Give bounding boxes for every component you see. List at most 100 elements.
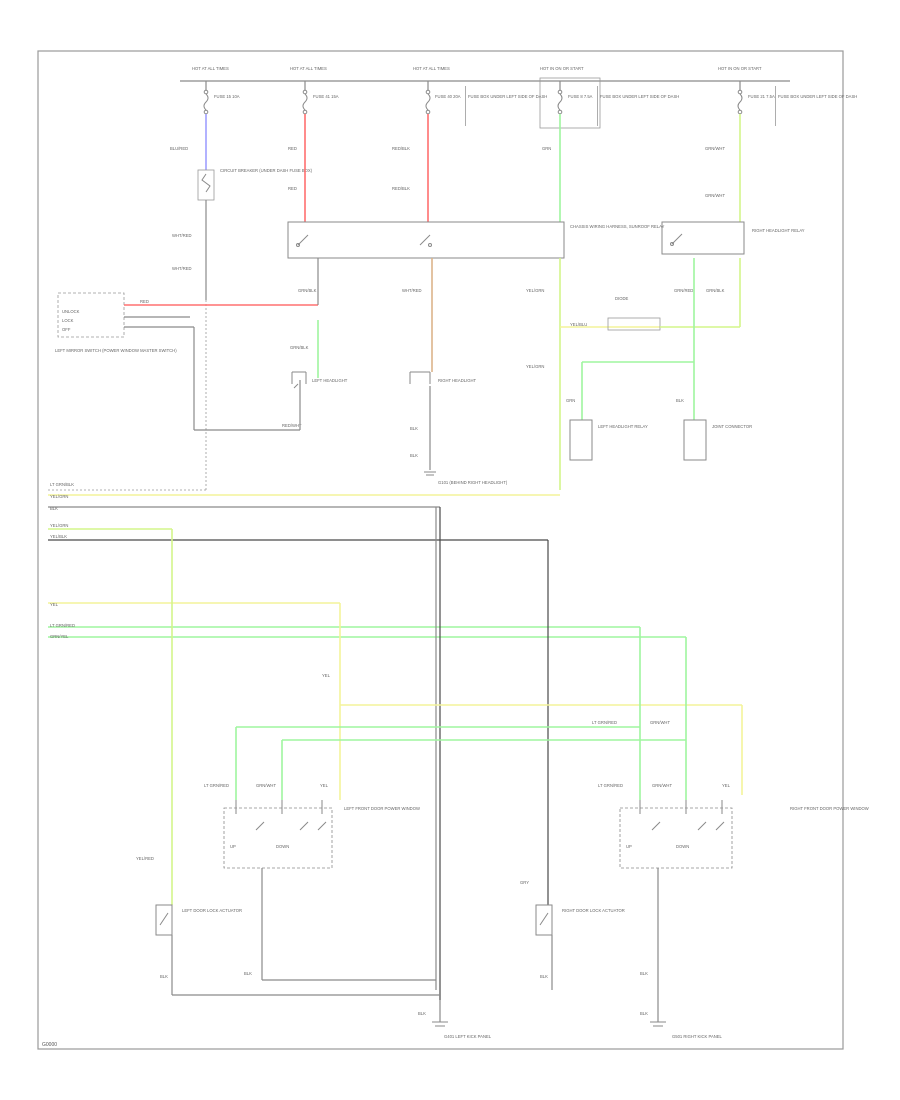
side-label-1: LT GRN/BLK [50, 482, 74, 487]
wire-yel-blu-label: YEL/BLU [570, 322, 587, 327]
left-headlight-relay: LEFT HEADLIGHT RELAY [569, 419, 648, 461]
left-headlight-label: LEFT HEADLIGHT [312, 378, 348, 383]
fuse-2-label: FUSE 41 15A [313, 94, 339, 99]
fuse-1-hot: HOT AT ALL TIMES [192, 66, 229, 71]
left-unit-down: DOWN [276, 844, 289, 849]
wire-red-label-2: RED [288, 186, 297, 191]
right-unit-down: DOWN [676, 844, 689, 849]
right-actuator-label: RIGHT DOOR LOCK ACTUATOR [562, 908, 625, 913]
right-actuator: RIGHT DOOR LOCK ACTUATOR [535, 904, 625, 936]
mirror-switch-pin-1: UNLOCK [62, 309, 80, 314]
ground-front-label: G101 (BEHIND RIGHT HEADLIGHT) [438, 480, 508, 485]
circuit-breaker-label: CIRCUIT BREAKER (UNDER DASH FUSE BOX) [220, 168, 313, 173]
wire-blu-red-label: BLU/RED [170, 146, 188, 151]
wire-blk-label-8: BLK [540, 974, 548, 979]
wire-ltgrn-red-label: LT GRN/RED [592, 720, 617, 725]
fuse-3: HOT AT ALL TIMES FUSE 40 20A FUSE BOX UN… [413, 66, 547, 126]
fuse-3-hot: HOT AT ALL TIMES [413, 66, 450, 71]
mirror-switch-pin-3: OFF [62, 327, 71, 332]
ground-left: G401 LEFT KICK PANEL [432, 1021, 492, 1039]
left-unit-pin-2: GRN/WHT [256, 783, 276, 788]
side-label-5: YEL/BLK [50, 534, 67, 539]
connector-unit-label: JOINT CONNECTOR [712, 424, 752, 429]
ground-right: G501 RIGHT KICK PANEL [650, 1021, 723, 1039]
fuse-5-label: FUSE 21 7.5A [748, 94, 775, 99]
ground-left-label: G401 LEFT KICK PANEL [444, 1034, 492, 1039]
right-headlight-relay: RIGHT HEADLIGHT RELAY [661, 221, 805, 255]
fuse-4-label: FUSE 8 7.5A [568, 94, 593, 99]
wire-blk-label-7: BLK [640, 1011, 648, 1016]
wire-grn-blk-label-2: GRN/BLK [290, 345, 309, 350]
wire-blk-label-3: BLK [676, 398, 684, 403]
fuse-3-label: FUSE 40 20A [435, 94, 461, 99]
left-window-unit: LT GRN/RED GRN/WHT YEL UP DOWN LEFT FRON… [204, 783, 420, 869]
wire-grn-label-2: GRN [566, 398, 575, 403]
left-actuator: LEFT DOOR LOCK ACTUATOR [155, 904, 242, 936]
right-unit-up: UP [626, 844, 632, 849]
relay-unit-label: CHASSIS WIRING HARNESS, SUNROOF RELAY [570, 224, 665, 229]
fuse-4-hot: HOT IN ON OR START [540, 66, 584, 71]
right-unit-pin-1: LT GRN/RED [598, 783, 623, 788]
connector-unit: JOINT CONNECTOR [683, 419, 752, 461]
wire-blk-label-9: BLK [418, 1011, 426, 1016]
fuse-3-note: FUSE BOX UNDER LEFT SIDE OF DASH [468, 94, 547, 99]
wire-blk-label: BLK [410, 426, 418, 431]
fuse-5: HOT IN ON OR START FUSE 21 7.5A FUSE BOX… [718, 66, 857, 126]
wire-blk-label-4: BLK [244, 971, 252, 976]
wire-yel-red-label: YEL/RED [136, 856, 154, 861]
wire-grn-wht-label-2: GRN/WHT [705, 193, 725, 198]
wire-red-label-3: RED [140, 299, 149, 304]
wire-wht-red-label-2: WHT/RED [172, 266, 192, 271]
left-unit-pin-3: YEL [320, 783, 329, 788]
right-unit-pin-3: YEL [722, 783, 731, 788]
side-label-7: LT GRN/RED [50, 623, 75, 628]
wire-red-blk-label: RED/BLK [392, 146, 410, 151]
side-label-3: BLK [50, 506, 58, 511]
wire-grn-blk-label: GRN/BLK [298, 288, 317, 293]
left-headlight: LEFT HEADLIGHT [291, 371, 348, 389]
wire-grn-blk-label-3: GRN/BLK [706, 288, 725, 293]
wire-grn-label: GRN [542, 146, 551, 151]
left-unit-pin-1: LT GRN/RED [204, 783, 229, 788]
wire-wht-red-label: WHT/RED [172, 233, 192, 238]
wire-yel-label: YEL [322, 673, 331, 678]
ground-front: G101 (BEHIND RIGHT HEADLIGHT) [424, 471, 508, 485]
fuse-4-note: FUSE BOX UNDER LEFT SIDE OF DASH [600, 94, 679, 99]
wire-yel-grn-label: YEL/GRN [526, 288, 544, 293]
side-label-6: YEL [50, 602, 59, 607]
fuse-1-label: FUSE 15 10A [214, 94, 240, 99]
side-label-2: YEL/GRN [50, 494, 68, 499]
wire-blk-label-5: BLK [160, 974, 168, 979]
mirror-switch-label: LEFT MIRROR SWITCH (POWER WINDOW MASTER … [55, 348, 177, 353]
mirror-switch: UNLOCK LOCK OFF LEFT MIRROR SWITCH (POWE… [55, 292, 177, 353]
right-headlight: RIGHT HEADLIGHT [409, 371, 477, 384]
diagram-border [37, 50, 844, 1050]
wire-gry-label: GRY [520, 880, 529, 885]
wire-wht-red-label-3: WHT/RED [402, 288, 422, 293]
relay-unit: CHASSIS WIRING HARNESS, SUNROOF RELAY [287, 221, 665, 259]
fuse-5-hot: HOT IN ON OR START [718, 66, 762, 71]
wire-blk-label-2: BLK [410, 453, 418, 458]
fuse-1: HOT AT ALL TIMES FUSE 15 10A [192, 66, 240, 115]
diode-label: DIODE [615, 296, 628, 301]
wire-red-wht-label: RED/WHT [282, 423, 302, 428]
diode: DIODE [607, 296, 661, 331]
right-headlight-label: RIGHT HEADLIGHT [438, 378, 477, 383]
left-unit-label: LEFT FRONT DOOR POWER WINDOW [344, 806, 420, 811]
wire-red-label: RED [288, 146, 297, 151]
fuse-2-hot: HOT AT ALL TIMES [290, 66, 327, 71]
side-label-4: YEL/GRN [50, 523, 68, 528]
left-unit-up: UP [230, 844, 236, 849]
fuse-5-note: FUSE BOX UNDER LEFT SIDE OF DASH [778, 94, 857, 99]
wire-yel-grn-label-2: YEL/GRN [526, 364, 544, 369]
right-window-unit: LT GRN/RED GRN/WHT YEL UP DOWN RIGHT FRO… [598, 783, 869, 869]
page-id: G0000 [42, 1042, 57, 1048]
ground-right-label: G501 RIGHT KICK PANEL [672, 1034, 723, 1039]
right-unit-pin-2: GRN/WHT [652, 783, 672, 788]
left-headlight-relay-label: LEFT HEADLIGHT RELAY [598, 424, 648, 429]
fuse-4: HOT IN ON OR START FUSE 8 7.5A FUSE BOX … [539, 66, 679, 129]
wire-grn-red-label: GRN/RED [674, 288, 693, 293]
side-label-8: GRN/YEL [50, 634, 69, 639]
right-headlight-relay-label: RIGHT HEADLIGHT RELAY [752, 228, 805, 233]
